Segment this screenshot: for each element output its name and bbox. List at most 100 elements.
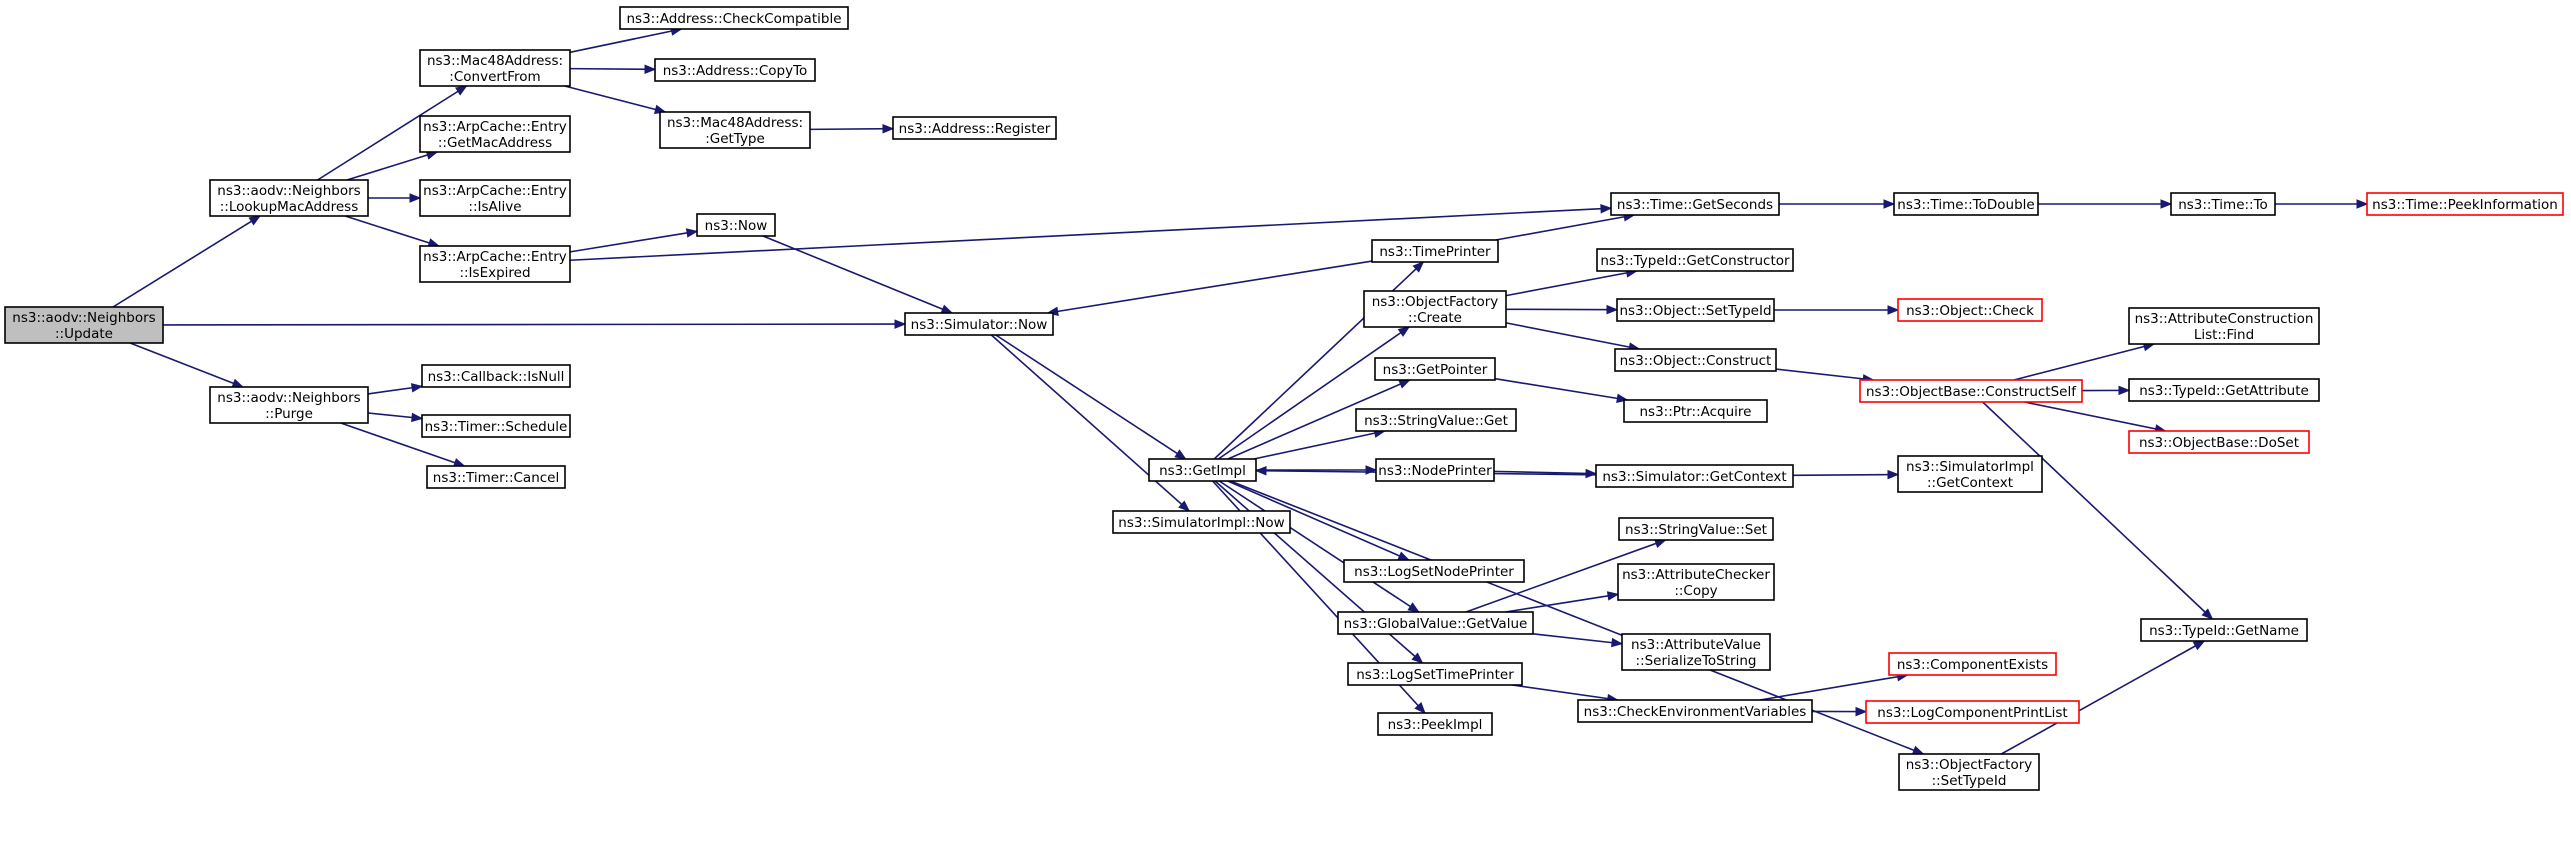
node-compexists[interactable]: ns3::ComponentExists [1888,652,2057,676]
node-logsetnode[interactable]: ns3::LogSetNodePrinter [1343,559,1525,583]
node-todouble[interactable]: ns3::Time::ToDouble [1893,192,2039,216]
node-isalive[interactable]: ns3::ArpCache::Entry::IsAlive [419,179,571,217]
node-addrreg[interactable]: ns3::Address::Register [892,116,1057,140]
node-doset[interactable]: ns3::ObjectBase::DoSet [2128,430,2310,454]
node-box [419,115,571,153]
node-getimpl[interactable]: ns3::GetImpl [1148,458,1257,482]
node-label: ns3::CheckEnvironmentVariables [1584,704,1807,720]
node-attrvalser[interactable]: ns3::AttributeValue::SerializeToString [1621,633,1771,671]
node-update[interactable]: ns3::aodv::Neighbors::Update [4,306,164,344]
node-box [1374,357,1496,381]
node-simimplctx[interactable]: ns3::SimulatorImpl::GetContext [1897,455,2043,493]
node-box [1148,458,1257,482]
node-label: ns3::SimulatorImpl [1906,459,2034,475]
node-box [4,306,164,344]
node-simimplnow[interactable]: ns3::SimulatorImpl::Now [1112,510,1291,534]
edge-lookup-to-getmac [346,150,439,181]
node-now[interactable]: ns3::Now [696,213,776,237]
node-lookup[interactable]: ns3::aodv::Neighbors::LookupMacAddress [209,179,369,217]
node-isnull[interactable]: ns3::Callback::IsNull [421,364,571,388]
node-label: ::Purge [265,406,313,422]
node-objfactcreate[interactable]: ns3::ObjectFactory::Create [1363,290,1507,328]
node-label: ns3::GetImpl [1159,463,1246,479]
node-box [1371,239,1499,263]
node-strvalset[interactable]: ns3::StringValue::Set [1618,517,1774,541]
edge-timeprinter-to-simnow [1046,260,1373,317]
edge-purge-to-isnull [367,383,424,395]
node-label: ::SerializeToString [1636,653,1757,669]
node-objcheck[interactable]: ns3::Object::Check [1897,298,2043,322]
node-box [1363,290,1507,328]
node-ofsettypeid[interactable]: ns3::ObjectFactory::SetTypeId [1898,753,2040,791]
node-cancel[interactable]: ns3::Timer::Cancel [426,465,566,489]
node-label: ns3::StringValue::Get [1364,413,1508,429]
node-label: ns3::AttributeValue [1631,637,1761,653]
edge-todouble-to-timeto [2038,199,2173,209]
edge-constructself-to-typeidgetname [1982,401,2214,620]
node-box [1897,455,2043,493]
node-logsettime[interactable]: ns3::LogSetTimePrinter [1347,662,1523,686]
node-simnow[interactable]: ns3::Simulator::Now [904,312,1054,336]
node-label: ns3::Address::Register [899,121,1051,137]
node-copyto[interactable]: ns3::Address::CopyTo [654,58,816,82]
node-getattribute[interactable]: ns3::TypeId::GetAttribute [2128,378,2320,402]
node-isexpired[interactable]: ns3::ArpCache::Entry::IsExpired [419,245,571,283]
node-peekimpl[interactable]: ns3::PeekImpl [1377,712,1493,736]
node-box [2170,192,2276,216]
node-schedule[interactable]: ns3::Timer::Schedule [421,414,571,438]
node-peekinfo[interactable]: ns3::Time::PeekInformation [2366,192,2564,216]
node-getpointer[interactable]: ns3::GetPointer [1374,357,1496,381]
edge-update-to-lookup [112,215,262,308]
node-getmac[interactable]: ns3::ArpCache::Entry::GetMacAddress [419,115,571,153]
node-label: ns3::Time::To [2178,197,2268,213]
node-getseconds[interactable]: ns3::Time::GetSeconds [1610,192,1780,216]
node-gvgetvalue[interactable]: ns3::GlobalValue::GetValue [1337,611,1534,635]
node-nodeprinter[interactable]: ns3::NodePrinter [1375,458,1495,482]
node-timeto[interactable]: ns3::Time::To [2170,192,2276,216]
node-label: ns3::ArpCache::Entry [423,249,567,265]
node-logcompprint[interactable]: ns3::LogComponentPrintList [1865,700,2080,724]
node-simgetctx[interactable]: ns3::Simulator::GetContext [1595,464,1794,488]
node-attrcheckcopy[interactable]: ns3::AttributeChecker::Copy [1617,563,1775,601]
node-ptracquire[interactable]: ns3::Ptr::Acquire [1623,399,1768,423]
node-label: ::Copy [1674,583,1717,599]
node-label: ::GetMacAddress [438,135,552,151]
node-box [904,312,1054,336]
edge-mac48conv-to-mac48type [564,85,667,114]
node-settypeid[interactable]: ns3::Object::SetTypeId [1616,298,1775,322]
node-typeidgetname[interactable]: ns3::TypeId::GetName [2140,618,2308,642]
node-purge[interactable]: ns3::aodv::Neighbors::Purge [209,386,369,424]
node-label: ns3::Time::PeekInformation [2372,197,2558,213]
node-label: ns3::Object::SetTypeId [1619,303,1771,319]
node-checkcompat[interactable]: ns3::Address::CheckCompatible [619,6,849,30]
node-label: ns3::Mac48Address: [667,115,803,131]
node-label: ns3::Address::CheckCompatible [626,11,841,27]
node-box [419,179,571,217]
node-box [2366,192,2564,216]
node-label: ns3::NodePrinter [1378,463,1492,479]
node-mac48conv[interactable]: ns3::Mac48Address::ConvertFrom [419,49,571,87]
edge-constructself-to-attrconstfind [2013,342,2156,381]
node-label: ns3::ObjectBase::ConstructSelf [1866,384,2077,400]
edge-objfactcreate-to-getctor [1505,268,1638,297]
node-box [1897,298,2043,322]
node-label: ns3::LogComponentPrintList [1877,705,2067,721]
node-checkenv[interactable]: ns3::CheckEnvironmentVariables [1577,699,1813,723]
node-box [1888,652,2057,676]
node-label: ns3::PeekImpl [1388,717,1483,733]
node-mac48type[interactable]: ns3::Mac48Address::GetType [659,111,811,149]
node-label: ns3::aodv::Neighbors [217,183,360,199]
node-constructself[interactable]: ns3::ObjectBase::ConstructSelf [1859,379,2083,403]
edge-objfactcreate-to-settypeid [1505,304,1619,315]
node-objconstruct[interactable]: ns3::Object::Construct [1614,348,1777,372]
node-box [1343,559,1525,583]
node-label: ::SetTypeId [1932,773,2007,789]
node-timeprinter[interactable]: ns3::TimePrinter [1371,239,1499,263]
node-label: ::IsAlive [468,199,521,215]
node-strvalget[interactable]: ns3::StringValue::Get [1355,408,1517,432]
node-label: ns3::aodv::Neighbors [217,390,360,406]
edge-timeprinter-to-getseconds [1495,212,1636,241]
node-getctor[interactable]: ns3::TypeId::GetConstructor [1596,248,1794,272]
